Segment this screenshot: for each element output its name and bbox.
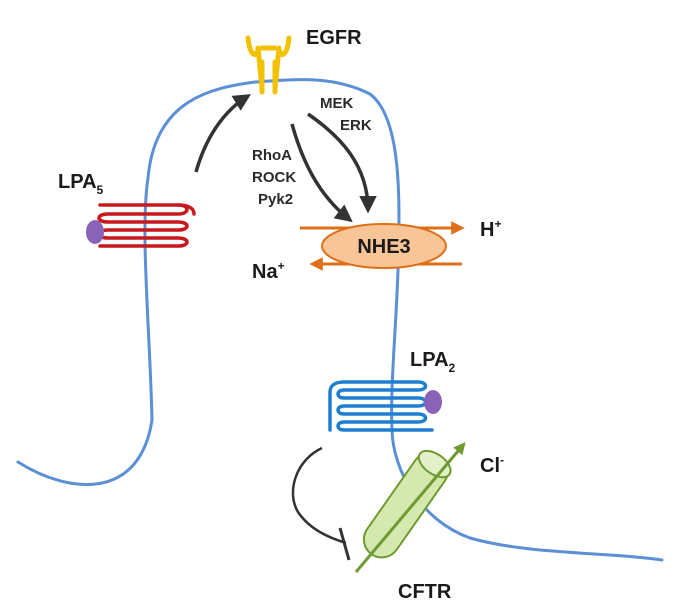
lpa5-label: LPA5 bbox=[58, 171, 104, 197]
lpa2-receptor-icon bbox=[328, 380, 434, 432]
cell-membrane bbox=[16, 78, 664, 562]
lpa2-inhibits-cftr-line bbox=[291, 446, 347, 545]
cftr-channel-icon bbox=[362, 449, 452, 559]
mek-label: MEK bbox=[320, 95, 354, 112]
erk-label: ERK bbox=[340, 117, 372, 134]
egfr-to-nhe3-mek-arrow bbox=[307, 112, 377, 214]
lpa5-ligand-icon bbox=[86, 220, 104, 244]
proton-label: H+ bbox=[480, 217, 501, 241]
inhibition-bar bbox=[338, 527, 351, 561]
chloride-efflux-arrow bbox=[354, 442, 466, 573]
egfr-to-nhe3-rhoa-arrow bbox=[290, 123, 353, 223]
lpa5-to-egfr-arrow bbox=[194, 94, 251, 173]
chloride-label: Cl- bbox=[480, 453, 504, 477]
pyk2-label: Pyk2 bbox=[258, 191, 293, 208]
lpa5-receptor-icon bbox=[97, 203, 196, 248]
lpa2-label: LPA2 bbox=[410, 349, 456, 375]
sodium-label: Na+ bbox=[252, 259, 285, 283]
egfr-label: EGFR bbox=[306, 27, 362, 49]
nhe3-label: NHE3 bbox=[357, 236, 410, 258]
lpa2-ligand-icon bbox=[424, 390, 442, 414]
rhoa-label: RhoA bbox=[252, 147, 292, 164]
rock-label: ROCK bbox=[252, 169, 296, 186]
nhe3-exchanger-icon bbox=[321, 223, 447, 269]
egfr-receptor-icon bbox=[245, 35, 292, 95]
cftr-label: CFTR bbox=[398, 581, 452, 603]
